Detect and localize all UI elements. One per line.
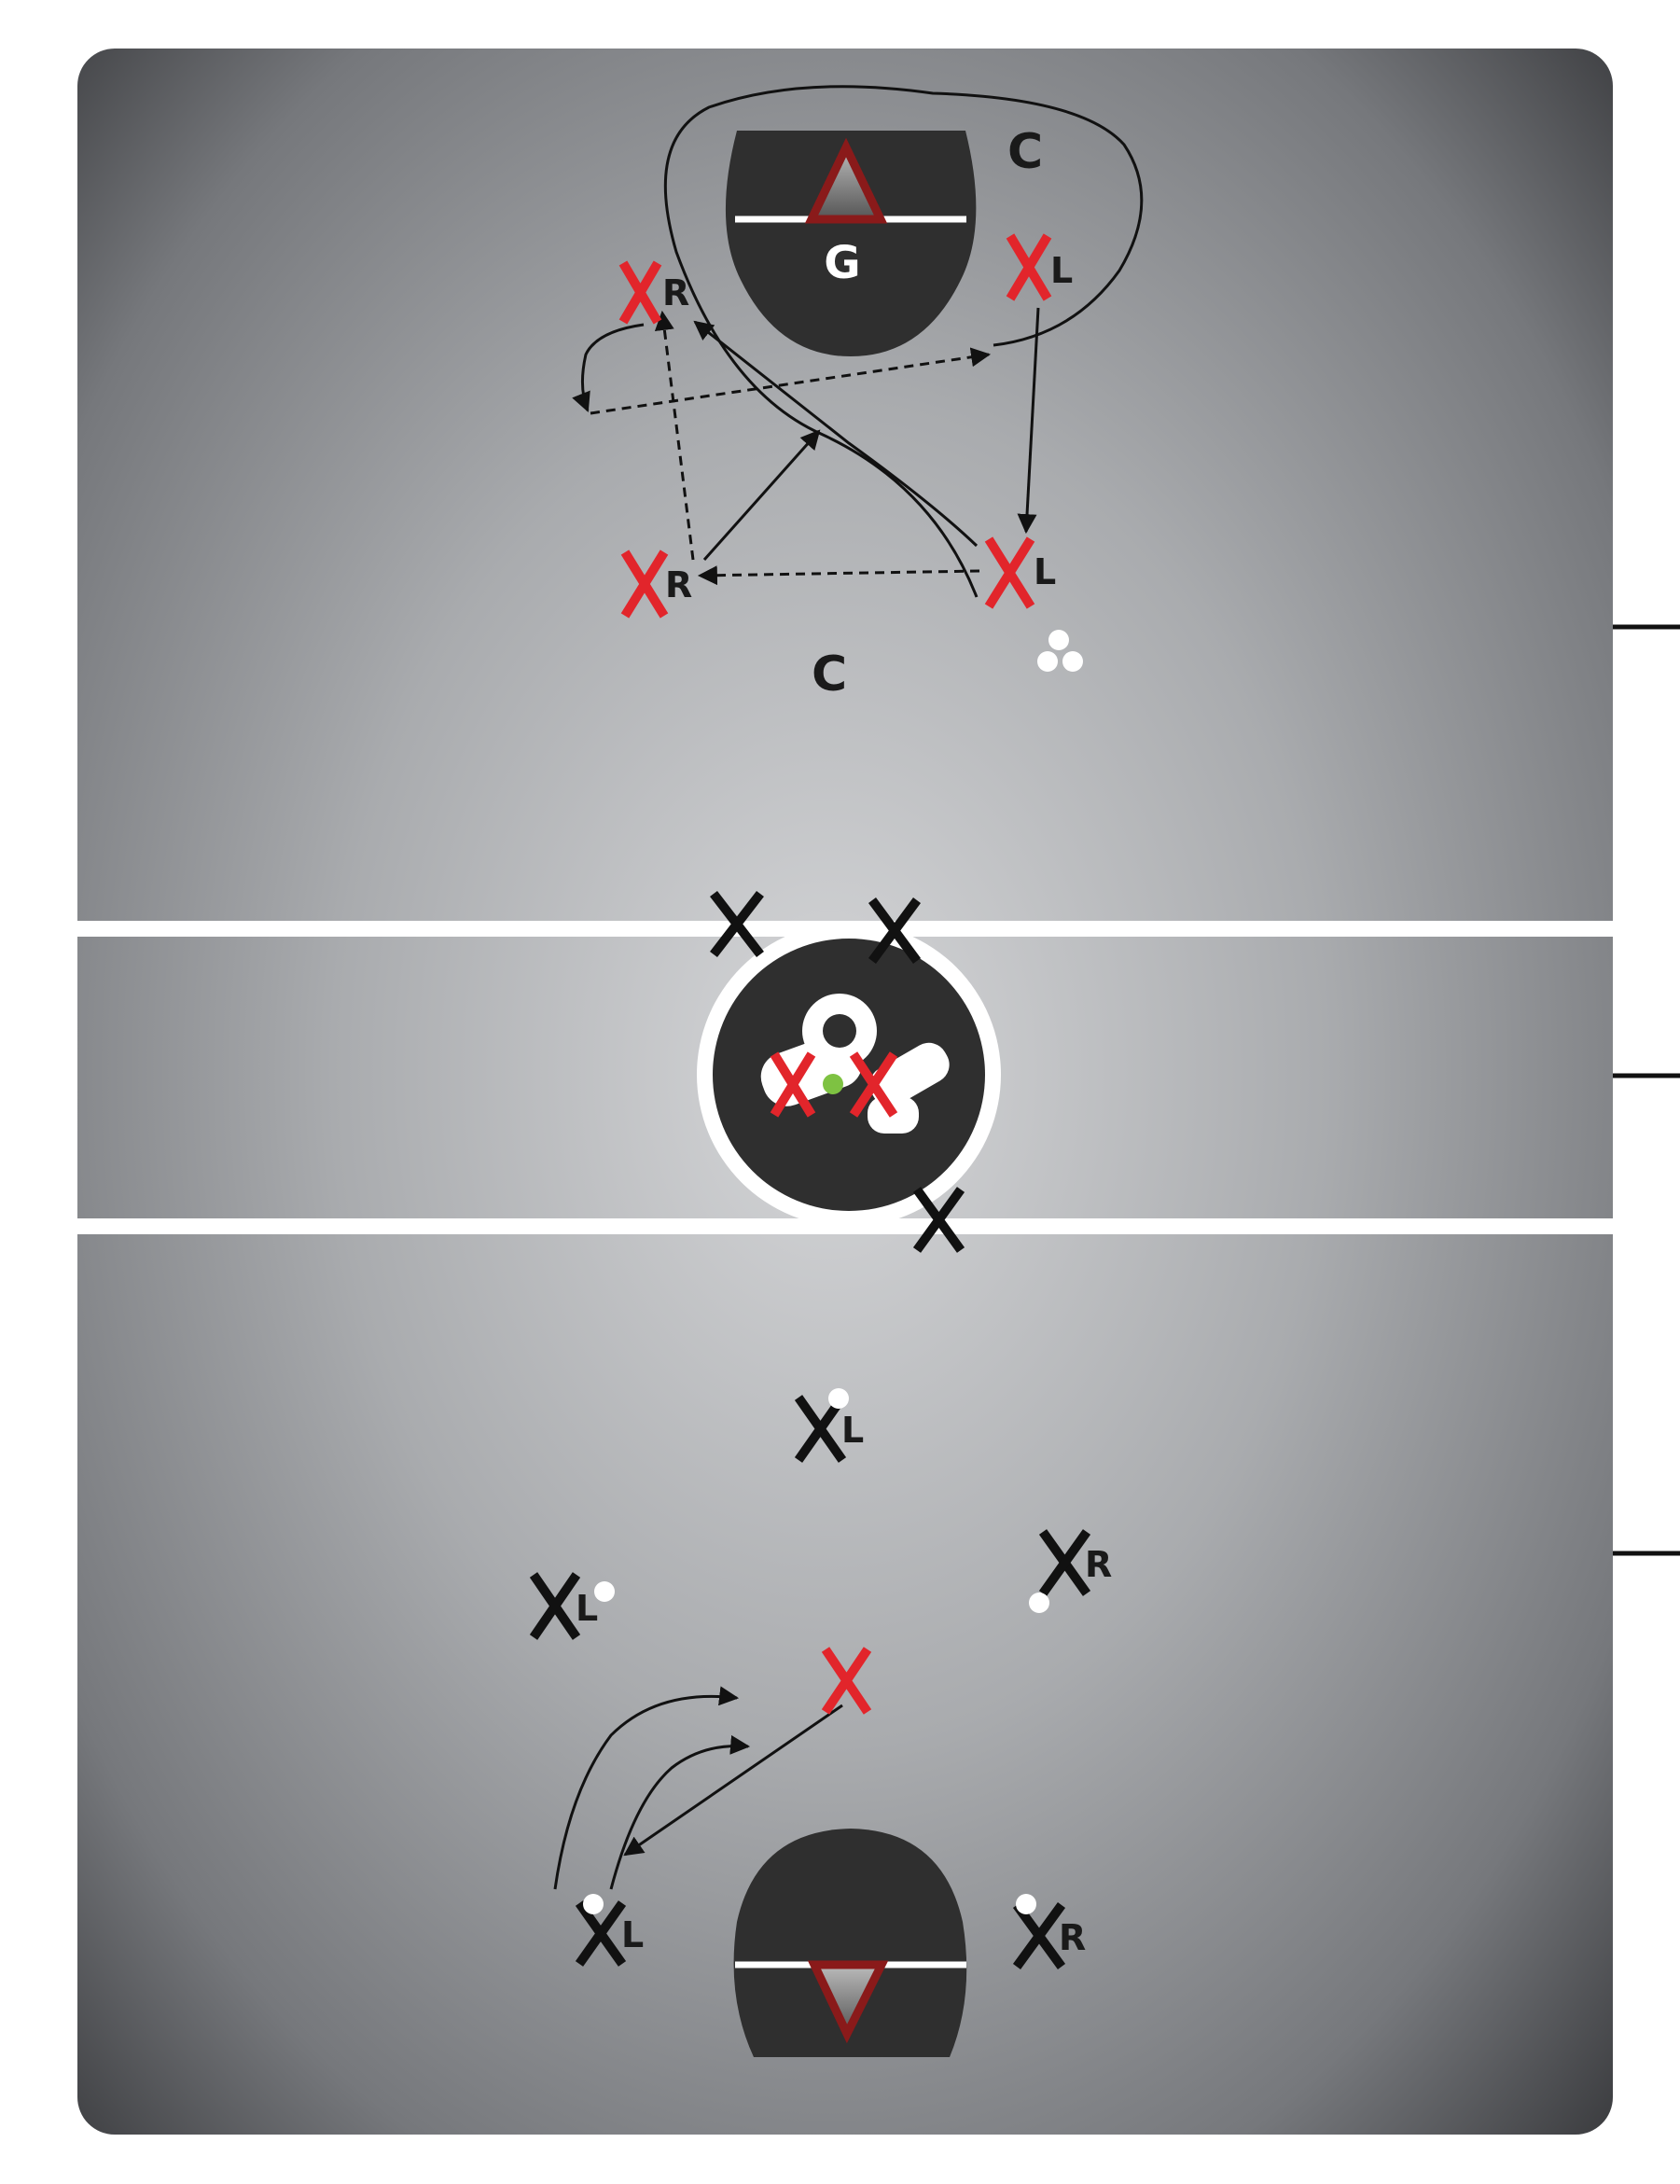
- player-red-lower-right: [984, 536, 1035, 609]
- player-red-upper-left: [618, 260, 662, 325]
- pass-down-line: [1017, 307, 1040, 535]
- player-black-left-l: [529, 1572, 581, 1640]
- cut-up-line: [702, 429, 821, 561]
- ball-stack-3: [1062, 651, 1083, 672]
- hook-path: [572, 323, 645, 412]
- lower-cut-path-2: [609, 1734, 751, 1890]
- lower-cut-path-1: [553, 1686, 740, 1890]
- sideline-ticks: [1613, 624, 1680, 1556]
- feed-line: [623, 1704, 843, 1857]
- label-l-4: L: [576, 1588, 598, 1629]
- label-c-1: C: [1007, 124, 1043, 180]
- player-black-wing-2: [868, 897, 922, 964]
- player-red-faceoff-right: [849, 1051, 898, 1118]
- label-l-5: L: [621, 1914, 644, 1955]
- position-labels: R L R L C C L L R L R: [576, 124, 1112, 1958]
- goalie-label: G: [824, 237, 860, 289]
- player-black-right-r: [1038, 1529, 1091, 1596]
- ball-right-r: [1029, 1593, 1049, 1613]
- label-r-1: R: [662, 272, 689, 313]
- top-goal-icon: [804, 137, 888, 224]
- bottom-goal-icon: [807, 1960, 889, 2044]
- cut-path: [693, 320, 979, 548]
- label-r-4: R: [1059, 1917, 1086, 1958]
- ball-bottom-r: [1016, 1894, 1036, 1914]
- center-faceoff-circle: [697, 923, 1001, 1227]
- balls: [583, 630, 1083, 1914]
- ball-mid-l: [828, 1388, 849, 1409]
- ball-bottom-l: [583, 1894, 604, 1914]
- skip-pass-line: [590, 347, 992, 415]
- ball-stack-1: [1048, 630, 1069, 650]
- label-r-3: R: [1085, 1544, 1112, 1585]
- ball-faceoff: [823, 1074, 843, 1094]
- ball-stack-2: [1037, 651, 1058, 672]
- label-r-2: R: [665, 564, 692, 605]
- red-x-players: [618, 233, 1052, 1715]
- player-black-wing-3: [912, 1187, 965, 1253]
- pass-up-line: [654, 310, 695, 561]
- movement-paths: [553, 85, 1144, 1890]
- pass-paths: [590, 310, 992, 586]
- label-c-2: C: [812, 647, 847, 702]
- player-black-bottom-l: [575, 1900, 627, 1967]
- player-red-bottom-center: [821, 1647, 872, 1715]
- bottom-goal-crease: [733, 1829, 967, 2057]
- top-goal-crease: G: [725, 131, 977, 356]
- ball-left-l: [594, 1581, 615, 1602]
- player-black-bottom-r: [1012, 1902, 1066, 1969]
- label-l-3: L: [841, 1410, 864, 1451]
- label-l-2: L: [1034, 551, 1056, 592]
- player-black-wing-1: [710, 890, 764, 958]
- player-red-lower-left: [620, 549, 669, 619]
- player-red-upper-right: [1006, 233, 1052, 301]
- player-red-faceoff-left: [770, 1051, 816, 1118]
- label-l-1: L: [1050, 250, 1073, 291]
